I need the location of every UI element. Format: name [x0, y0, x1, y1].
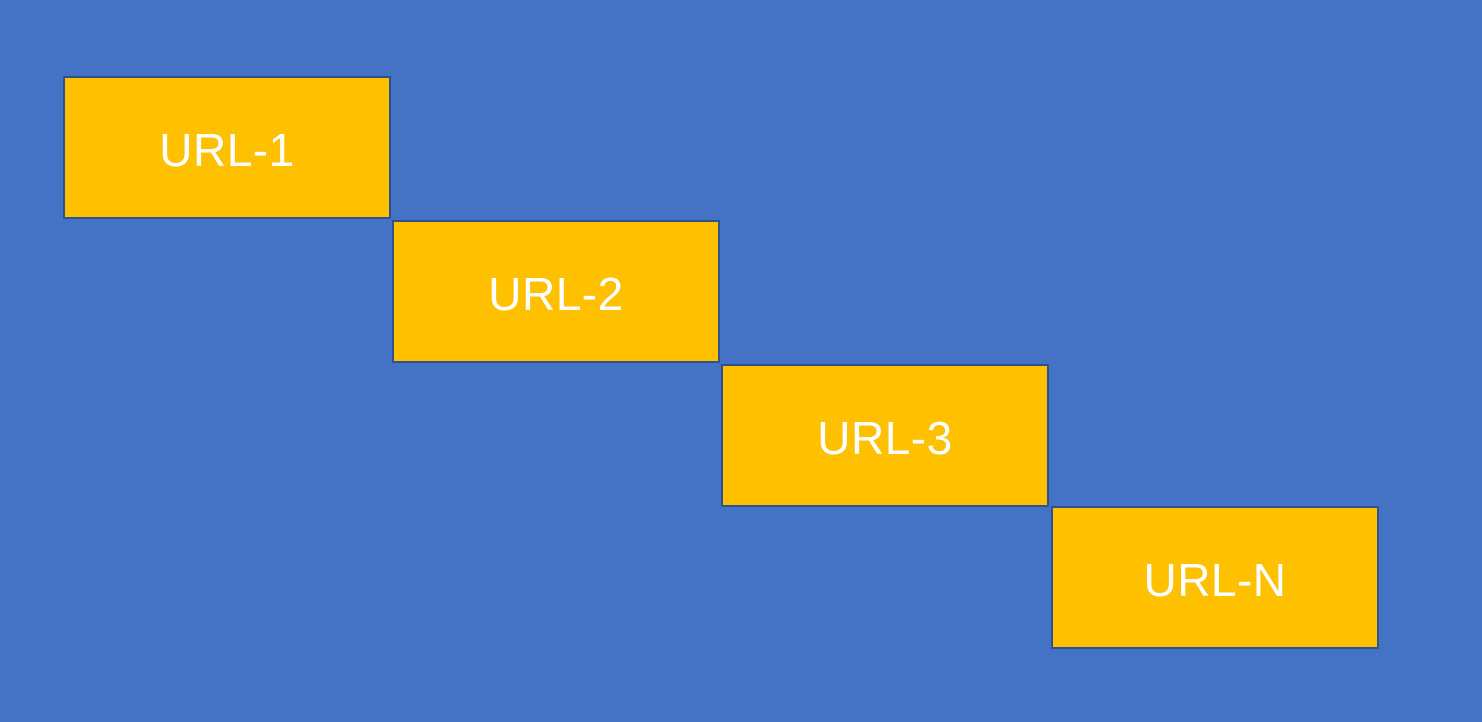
url-box-n: URL-N	[1051, 506, 1379, 649]
url-box-label: URL-1	[159, 123, 295, 176]
url-box-1: URL-1	[63, 76, 391, 219]
url-box-label: URL-3	[817, 411, 953, 464]
url-box-label: URL-2	[488, 267, 624, 320]
url-box-3: URL-3	[721, 364, 1049, 507]
url-box-label: URL-N	[1143, 553, 1287, 606]
url-box-2: URL-2	[392, 220, 720, 363]
